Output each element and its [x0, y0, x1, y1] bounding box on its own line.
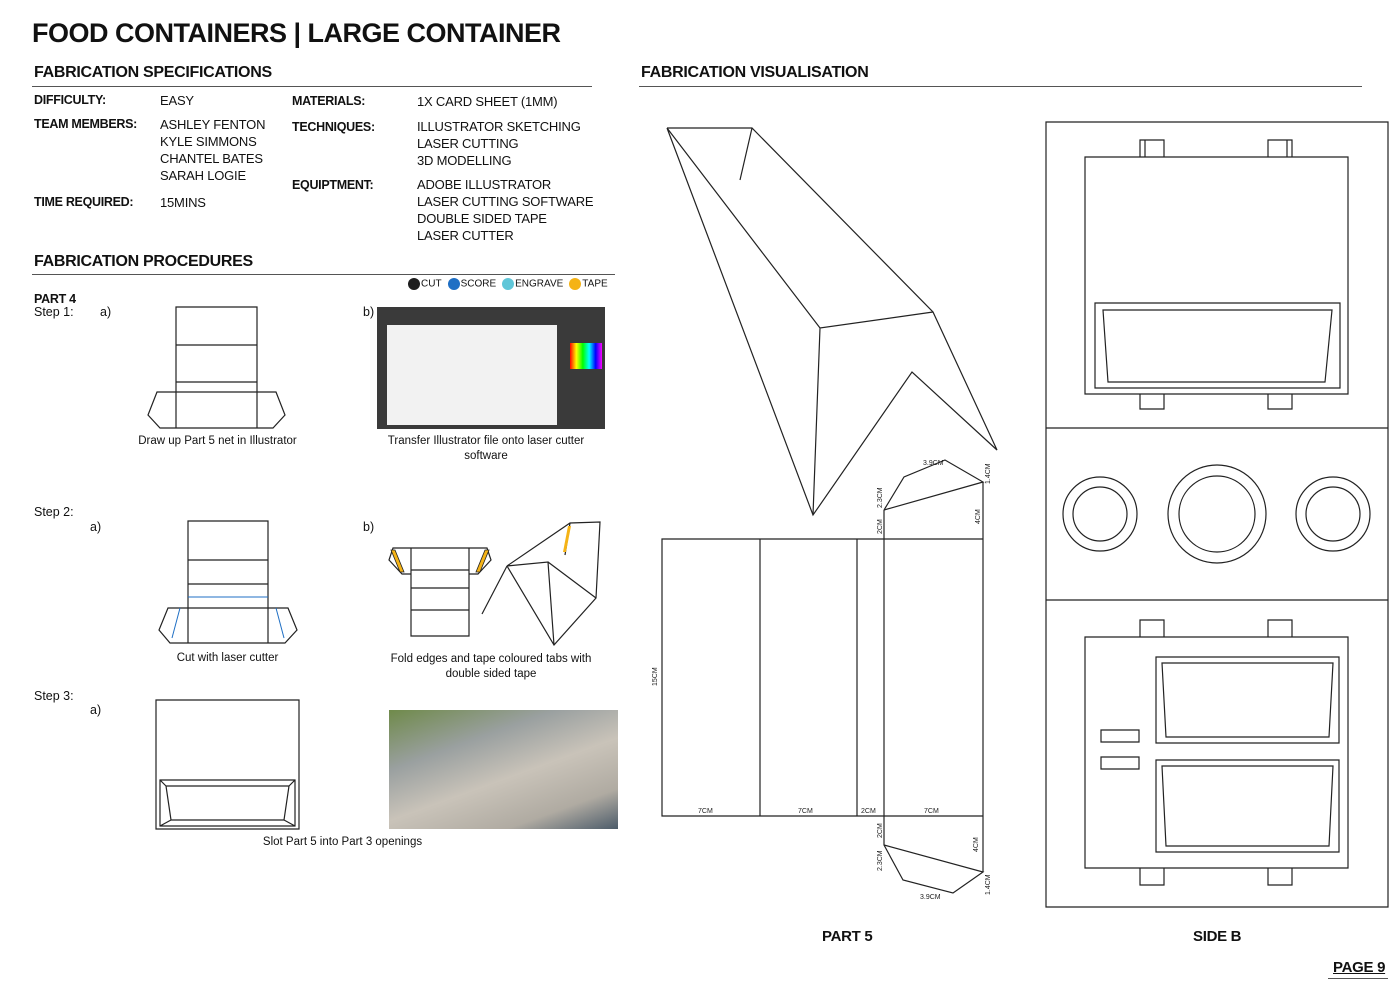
slot-drawing-3a [155, 699, 300, 830]
dim-7cm: 7CM [924, 808, 939, 815]
technique: LASER CUTTING [417, 136, 519, 151]
dim-1-4cm: 1.4CM [985, 463, 992, 484]
step1a-label: a) [100, 305, 112, 319]
step3a-label: a) [90, 703, 102, 717]
step2-label: Step 2: [34, 505, 74, 519]
time-value: 15MINS [160, 195, 206, 210]
caption-2a: Cut with laser cutter [176, 652, 279, 664]
team-member: CHANTEL BATES [160, 151, 263, 166]
legend-score: SCORE [447, 278, 496, 290]
difficulty-value: EASY [160, 93, 194, 108]
step3-label: Step 3: [34, 689, 74, 703]
assembly-photo [389, 710, 618, 829]
dim-2cm: 2CM [877, 823, 884, 838]
dim-4cm: 4CM [975, 509, 982, 524]
divider [32, 86, 592, 87]
legend-cut: CUT [408, 278, 442, 290]
dim-15cm: 15CM [652, 667, 659, 686]
divider [639, 86, 1362, 87]
team-member: ASHLEY FENTON [160, 117, 266, 132]
part5-label: PART 5 [822, 928, 873, 945]
net-drawing-2a [158, 520, 298, 644]
side-b-label: SIDE B [1193, 928, 1242, 945]
page-title: FOOD CONTAINERS | LARGE CONTAINER [32, 18, 561, 48]
dim-2cm: 2CM [861, 808, 876, 815]
dim-4cm: 4CM [973, 837, 980, 852]
dim-3-9cm: 3.9CM [923, 460, 944, 467]
team-member: SARAH LOGIE [160, 168, 246, 183]
part-label: PART 4 [34, 292, 76, 306]
dim-3-9cm: 3.9CM [920, 894, 941, 901]
net-drawing-2b [388, 521, 601, 647]
dim-7cm: 7CM [798, 808, 813, 815]
team-label: TEAM MEMBERS: [34, 117, 138, 131]
caption-1a: Draw up Part 5 net in Illustrator [138, 435, 297, 447]
time-label: TIME REQUIRED: [34, 195, 134, 209]
procedures-heading: FABRICATION PROCEDURES [34, 253, 253, 270]
team-list: ASHLEY FENTON KYLE SIMMONS CHANTEL BATES… [160, 116, 265, 184]
dim-1-4cm: 1.4CM [985, 874, 992, 895]
divider [32, 274, 615, 275]
equipment-label: EQUIPTMENT: [292, 178, 374, 192]
materials-label: MATERIALS: [292, 94, 366, 108]
illustrator-screenshot [377, 307, 605, 429]
visual-heading: FABRICATION VISUALISATION [641, 64, 869, 81]
step1b-label: b) [363, 305, 375, 319]
divider [1328, 978, 1388, 979]
dim-2-3cm: 2.3CM [877, 850, 884, 871]
dim-7cm: 7CM [698, 808, 713, 815]
color-legend: CUT SCORE ENGRAVE TAPE [408, 278, 608, 290]
step2b-label: b) [363, 520, 375, 534]
legend-engrave: ENGRAVE [502, 278, 563, 290]
equipment-item: DOUBLE SIDED TAPE [417, 211, 547, 226]
caption-2b: Fold edges and tape coloured tabs with d… [390, 653, 592, 680]
equipment-item: LASER CUTTER [417, 228, 514, 243]
technique: 3D MODELLING [417, 153, 512, 168]
side-b-drawing [1045, 121, 1389, 908]
part5-drawing: 7CM 7CM 2CM 7CM 3.9CM 3.9CM 15CM 1.4CM 1… [652, 127, 998, 901]
page-number: PAGE 9 [1333, 959, 1386, 976]
specs-heading: FABRICATION SPECIFICATIONS [34, 64, 272, 81]
materials-value: 1X CARD SHEET (1MM) [417, 94, 558, 109]
techniques-list: ILLUSTRATOR SKETCHING LASER CUTTING 3D M… [417, 118, 581, 169]
dim-2cm: 2CM [877, 519, 884, 534]
equipment-list: ADOBE ILLUSTRATOR LASER CUTTING SOFTWARE… [417, 176, 594, 244]
caption-1b: Transfer Illustrator file onto laser cut… [387, 435, 585, 462]
step1-label: Step 1: [34, 305, 74, 319]
legend-tape: TAPE [569, 278, 608, 290]
team-member: KYLE SIMMONS [160, 134, 257, 149]
technique: ILLUSTRATOR SKETCHING [417, 119, 581, 134]
techniques-label: TECHNIQUES: [292, 120, 375, 134]
equipment-item: ADOBE ILLUSTRATOR [417, 177, 552, 192]
dim-2-3cm: 2.3CM [877, 487, 884, 508]
equipment-item: LASER CUTTING SOFTWARE [417, 194, 594, 209]
caption-3: Slot Part 5 into Part 3 openings [262, 836, 423, 848]
step2a-label: a) [90, 520, 102, 534]
net-drawing-1a [147, 306, 286, 429]
difficulty-label: DIFFICULTY: [34, 93, 106, 107]
